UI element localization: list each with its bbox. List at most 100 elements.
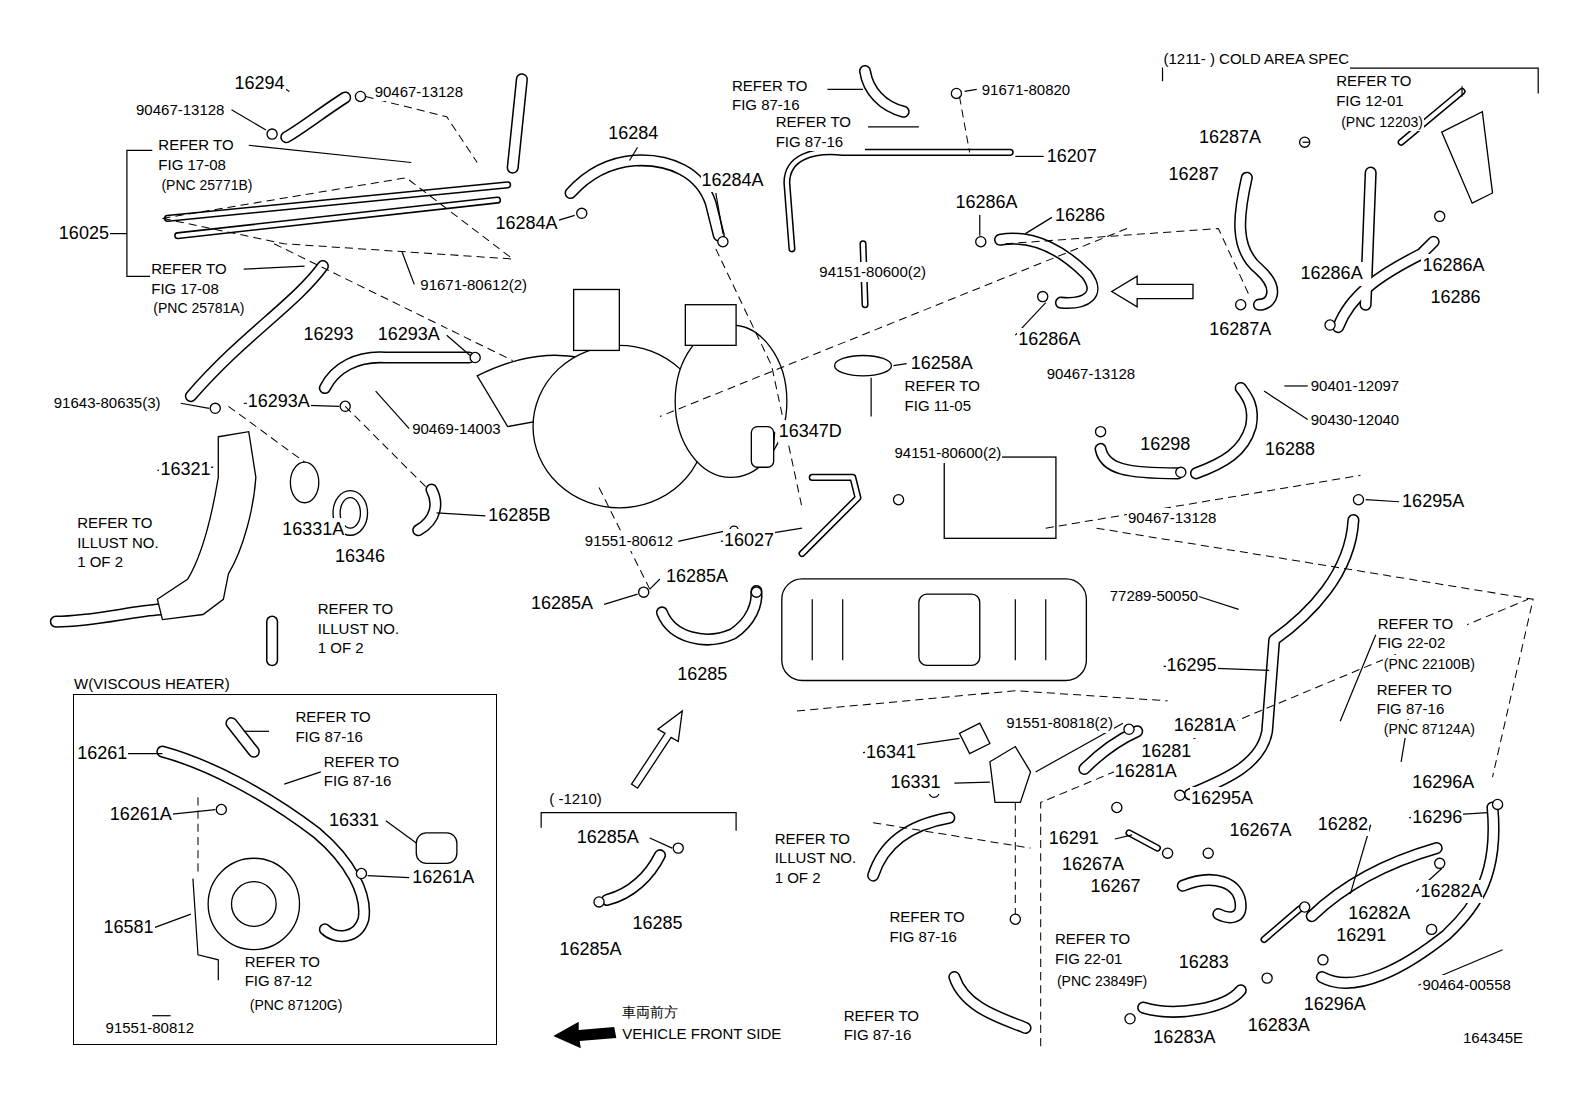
callout-number: 90467-13128 — [1046, 364, 1136, 384]
note-text: 車両前方 — [621, 1003, 679, 1021]
callout-number: 16298 — [1139, 433, 1191, 456]
callout-number: 16341 — [865, 741, 917, 764]
note-text: REFER TO FIG 11-05 — [904, 376, 994, 415]
callout-number: 91551-80818(2) — [1005, 713, 1114, 733]
callout-number: 16281A — [1114, 760, 1178, 783]
note-text: (PNC 87120G) — [249, 996, 344, 1014]
callout-number: 16286A — [1017, 328, 1081, 351]
callout-number: 94151-80600(2) — [893, 443, 1002, 463]
note-text: REFER TO FIG 87-16 — [731, 76, 821, 115]
callout-number: 16287 — [1168, 163, 1220, 186]
callout-number: 16294 — [234, 72, 286, 95]
callout-number: 16267A — [1229, 819, 1293, 842]
callout-number: 16287A — [1198, 126, 1262, 149]
callout-number: 91671-80820 — [981, 80, 1071, 100]
callout-number: 16293 — [303, 323, 355, 346]
callout-number: 16286 — [1054, 204, 1106, 227]
frame-heading: W(VISCOUS HEATER) — [73, 674, 231, 694]
note-text: (1211- ) COLD AREA SPEC — [1163, 49, 1351, 69]
callout-number: 16285A — [576, 826, 640, 849]
callout-number: 16287A — [1208, 318, 1272, 341]
callout-number: 90467-13128 — [374, 82, 464, 102]
callout-number: 16321 — [159, 458, 211, 481]
note-text: ( -1210) — [548, 789, 603, 809]
callout-number: 16296 — [1411, 806, 1463, 829]
callout-number: 16288 — [1264, 438, 1316, 461]
callout-number: 16285 — [632, 912, 684, 935]
callout-number: 90401-12097 — [1310, 376, 1400, 396]
callout-number: 16261A — [109, 803, 173, 826]
callout-number: 16283A — [1247, 1014, 1311, 1037]
note-text: REFER TO FIG 22-02 — [1377, 614, 1467, 653]
callout-number: 16286 — [1430, 286, 1482, 309]
callout-number: 16283A — [1152, 1026, 1216, 1049]
note-text: REFER TO FIG 87-16 — [888, 907, 978, 946]
callout-number: 16284A — [494, 212, 558, 235]
callout-number: 16027 — [723, 529, 775, 552]
callout-number: 16285A — [558, 938, 622, 961]
callout-number: 16581 — [103, 916, 155, 939]
callout-number: 16283 — [1178, 951, 1230, 974]
callout-number: 16291 — [1335, 924, 1387, 947]
callout-number: 16282A — [1419, 880, 1483, 903]
callout-number: 164345E — [1462, 1028, 1524, 1048]
note-text: VEHICLE FRONT SIDE — [621, 1024, 782, 1044]
callout-number: 16331 — [328, 809, 380, 832]
note-text: REFER TO ILLUST NO. 1 OF 2 — [774, 829, 864, 888]
callout-number: 16291 — [1048, 827, 1100, 850]
callout-number: 90464-00558 — [1421, 975, 1511, 995]
callout-number: 16025 — [58, 222, 110, 245]
note-text: REFER TO ILLUST NO. 1 OF 2 — [76, 513, 166, 572]
note-text: REFER TO FIG 87-16 — [1376, 680, 1466, 719]
callout-number: 16347D — [778, 420, 843, 443]
callout-number: 16282 — [1317, 813, 1369, 836]
note-text: REFER TO FIG 87-16 — [775, 112, 865, 151]
callout-number: 16331 — [889, 771, 941, 794]
callout-number: 16285A — [530, 592, 594, 615]
note-text: (PNC 87124A) — [1383, 720, 1476, 738]
callout-number: 77289-50050 — [1109, 586, 1199, 606]
callout-number: 16267 — [1089, 875, 1141, 898]
callout-number: 16296A — [1411, 771, 1475, 794]
note-text: (PNC 12203) — [1340, 113, 1424, 131]
callout-number: 16293A — [377, 323, 441, 346]
callout-number: 91551-80612 — [584, 531, 674, 551]
callout-number: 16295A — [1401, 490, 1465, 513]
callout-number: 16295 — [1166, 654, 1218, 677]
callout-number: 16281A — [1173, 714, 1237, 737]
callout-number: 16286A — [1300, 262, 1364, 285]
note-text: (PNC 22100B) — [1383, 655, 1476, 673]
callout-number: 90467-13128 — [1127, 508, 1217, 528]
callout-number: 16331A — [281, 518, 345, 541]
callout-number: 90469-14003 — [411, 419, 501, 439]
callout-number: 16286A — [1421, 254, 1485, 277]
callout-number: 16293A — [247, 390, 311, 413]
callout-number: 91671-80612(2) — [419, 275, 528, 295]
callout-number: 90467-13128 — [135, 100, 225, 120]
callout-number: 16258A — [910, 352, 974, 375]
note-text: REFER TO FIG 12-01 — [1335, 71, 1425, 110]
callout-number: 16285A — [665, 565, 729, 588]
note-text: REFER TO FIG 87-16 — [294, 707, 384, 746]
note-text: REFER TO FIG 17-08 — [157, 135, 247, 174]
callout-number: 91551-80812 — [105, 1018, 195, 1038]
callout-number: 16285B — [487, 504, 551, 527]
callout-number: 91643-80635(3) — [53, 393, 162, 413]
note-text: (PNC 25781A) — [152, 299, 245, 317]
callout-number: 16296A — [1303, 993, 1367, 1016]
callout-number: 16285 — [676, 663, 728, 686]
callout-number: 94151-80600(2) — [818, 262, 927, 282]
callout-number: 16286A — [954, 191, 1018, 214]
callout-number: 90430-12040 — [1310, 410, 1400, 430]
note-text: REFER TO FIG 22-01 — [1054, 929, 1144, 968]
callout-number: 16284 — [607, 122, 659, 145]
callout-number: 16261A — [411, 866, 475, 889]
note-text: (PNC 23849F) — [1056, 972, 1148, 990]
note-text: REFER TO FIG 17-08 — [150, 259, 240, 298]
callout-number: 16282A — [1347, 902, 1411, 925]
note-text: REFER TO FIG 87-16 — [843, 1006, 933, 1045]
callout-number: 16295A — [1190, 787, 1254, 810]
callout-number: 16284A — [701, 169, 765, 192]
callout-number: 16261 — [76, 742, 128, 765]
callout-number: 16207 — [1046, 145, 1098, 168]
